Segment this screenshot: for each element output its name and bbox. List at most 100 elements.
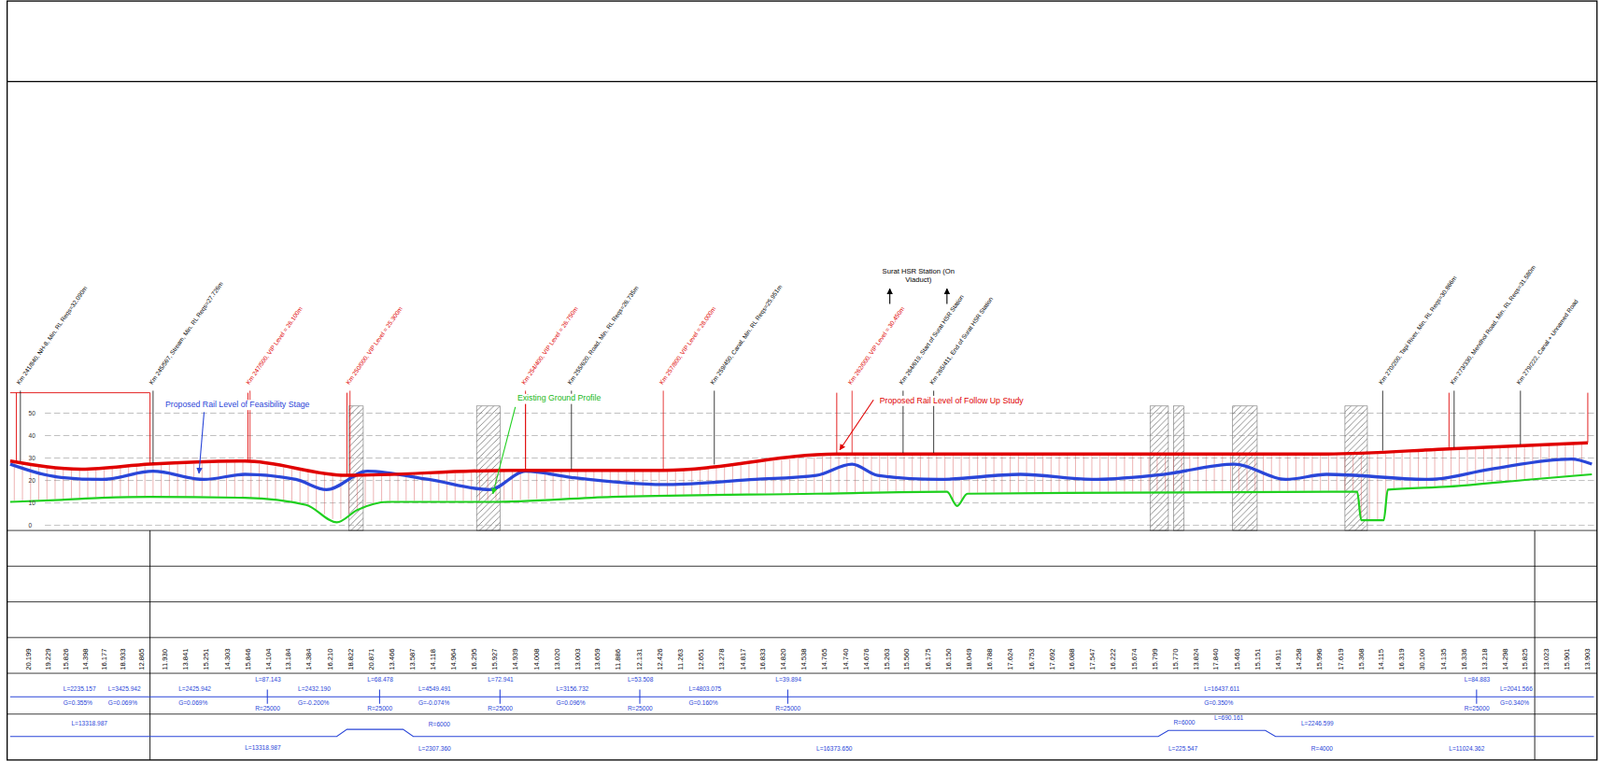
- rail-level-frame: [346, 393, 348, 476]
- alignment-label: R=6000: [1173, 719, 1195, 726]
- fill-height-tick: [968, 454, 970, 493]
- alignment-label: L=16373.650: [816, 746, 852, 753]
- rail-level-frame: [149, 393, 151, 465]
- fill-height-tick: [144, 466, 146, 496]
- fill-height-tick: [1319, 454, 1321, 491]
- callout-leader: [198, 411, 204, 474]
- fill-height-tick: [691, 468, 693, 496]
- fill-height-tick: [903, 454, 905, 492]
- fill-height-tick: [397, 474, 399, 501]
- gradient-label: R=25000: [627, 706, 653, 713]
- level-difference-cell: 15.770: [1171, 648, 1179, 670]
- fill-height-tick: [86, 469, 88, 498]
- level-difference-cell: 19.229: [42, 648, 51, 670]
- level-difference-cell: 17.692: [1047, 648, 1056, 670]
- fill-height-tick: [1474, 449, 1476, 484]
- title-band-line: [7, 81, 1598, 83]
- profile-callout: Proposed Rail Level of Feasibility Stage: [163, 399, 312, 411]
- level-difference-cell: 17.840: [1212, 648, 1220, 670]
- fill-height-tick: [838, 454, 840, 493]
- fill-height-tick: [1417, 451, 1419, 488]
- fill-height-tick: [79, 469, 81, 498]
- level-difference-cell: 14.964: [450, 648, 458, 670]
- level-difference-cell: 15.996: [1316, 648, 1324, 670]
- hatched-band: [476, 406, 500, 531]
- fill-height-tick: [381, 475, 383, 503]
- alignment-label: L=225.547: [1168, 746, 1198, 753]
- fill-height-tick: [1393, 452, 1395, 489]
- level-difference-cell: 14.911: [1274, 649, 1282, 671]
- alignment-label: L=2307.360: [418, 746, 452, 753]
- chainage-annotation: Km 264/619, Start of Surat HSR Station: [897, 294, 965, 386]
- fill-height-tick: [585, 471, 587, 497]
- alignment-label: R=6000: [428, 721, 451, 728]
- fill-height-tick: [944, 454, 946, 491]
- gradient-label: L=4803.075: [688, 685, 722, 693]
- fill-height-tick: [854, 454, 856, 493]
- level-difference-cell: 17.624: [1006, 648, 1015, 670]
- gradient-label: L=2235.157: [63, 685, 97, 693]
- chainage-annotation: Km 250/000, VIP Level = 25.300m: [344, 305, 404, 386]
- fill-height-tick: [593, 471, 595, 497]
- fill-height-tick: [1369, 453, 1371, 520]
- level-difference-cell: 15.826: [62, 648, 71, 670]
- fill-height-tick: [520, 471, 522, 500]
- rail-level-frame: [15, 393, 17, 463]
- gradient-label: L=3425.942: [108, 685, 142, 693]
- callout-leader: [839, 399, 874, 451]
- level-difference-cell: 13.587: [408, 648, 416, 670]
- fill-height-tick: [1409, 452, 1411, 489]
- level-difference-cell: 13.903: [1584, 648, 1592, 670]
- fill-height-tick: [1254, 454, 1256, 492]
- fill-height-tick: [184, 464, 186, 496]
- fill-height-tick: [666, 470, 668, 496]
- chainage-leader: [152, 390, 154, 463]
- level-difference-cell: 12.865: [137, 648, 145, 670]
- gradient-label: G=0.340%: [1500, 699, 1530, 707]
- fill-height-tick: [103, 468, 105, 497]
- callout-leader: [493, 407, 516, 495]
- fill-height-tick: [1311, 454, 1313, 491]
- gradient-label: G=0.096%: [555, 699, 585, 707]
- fill-height-tick: [1434, 450, 1436, 486]
- fill-height-tick: [1450, 450, 1452, 486]
- fill-height-tick: [1246, 454, 1248, 492]
- level-difference-cell: 17.547: [1089, 648, 1097, 670]
- fill-height-tick: [1483, 448, 1485, 483]
- fill-height-tick: [1287, 454, 1289, 492]
- fill-height-tick: [985, 454, 987, 493]
- gradient-label: L=87.143: [254, 676, 282, 683]
- table-row-line: [7, 530, 1598, 532]
- chainage-annotation: Km 262/000, VIP Level = 30.450m: [847, 305, 907, 386]
- level-difference-cell: 16.088: [1068, 648, 1077, 670]
- fill-height-tick: [699, 467, 701, 496]
- fill-height-tick: [234, 462, 236, 497]
- fill-height-tick: [54, 467, 56, 499]
- fill-height-tick: [454, 473, 456, 502]
- gradient-label: G=0.355%: [63, 699, 93, 707]
- fill-height-tick: [920, 454, 921, 492]
- gradient-label: G=0.069%: [108, 699, 138, 707]
- fill-height-tick: [1116, 454, 1118, 492]
- level-difference-cell: 12.651: [696, 648, 705, 670]
- fill-height-tick: [1295, 454, 1297, 492]
- horizontal-alignment-line: [10, 729, 1595, 737]
- level-difference-cell: 14.008: [532, 648, 540, 670]
- fill-height-tick: [372, 475, 374, 505]
- fill-height-tick: [863, 454, 864, 493]
- level-difference-cell: 18.933: [118, 648, 127, 670]
- level-difference-cell: 14.298: [1500, 648, 1509, 670]
- chainage-annotation: Km 245/567, Stream, Min. RL Reqs=27.726m: [148, 281, 225, 386]
- fill-height-tick: [1181, 454, 1183, 492]
- fill-height-tick: [62, 467, 64, 499]
- fill-height-tick: [339, 475, 341, 519]
- alignment-label: R=4000: [1311, 746, 1333, 753]
- fill-height-tick: [438, 473, 439, 501]
- level-difference-cell: 16.336: [1459, 648, 1468, 670]
- fill-height-tick: [46, 466, 48, 499]
- elevation-tick: 50: [28, 410, 36, 417]
- station-limit-arrow: [946, 288, 948, 304]
- fill-height-tick: [1107, 454, 1109, 492]
- level-difference-cell: 15.674: [1130, 648, 1138, 670]
